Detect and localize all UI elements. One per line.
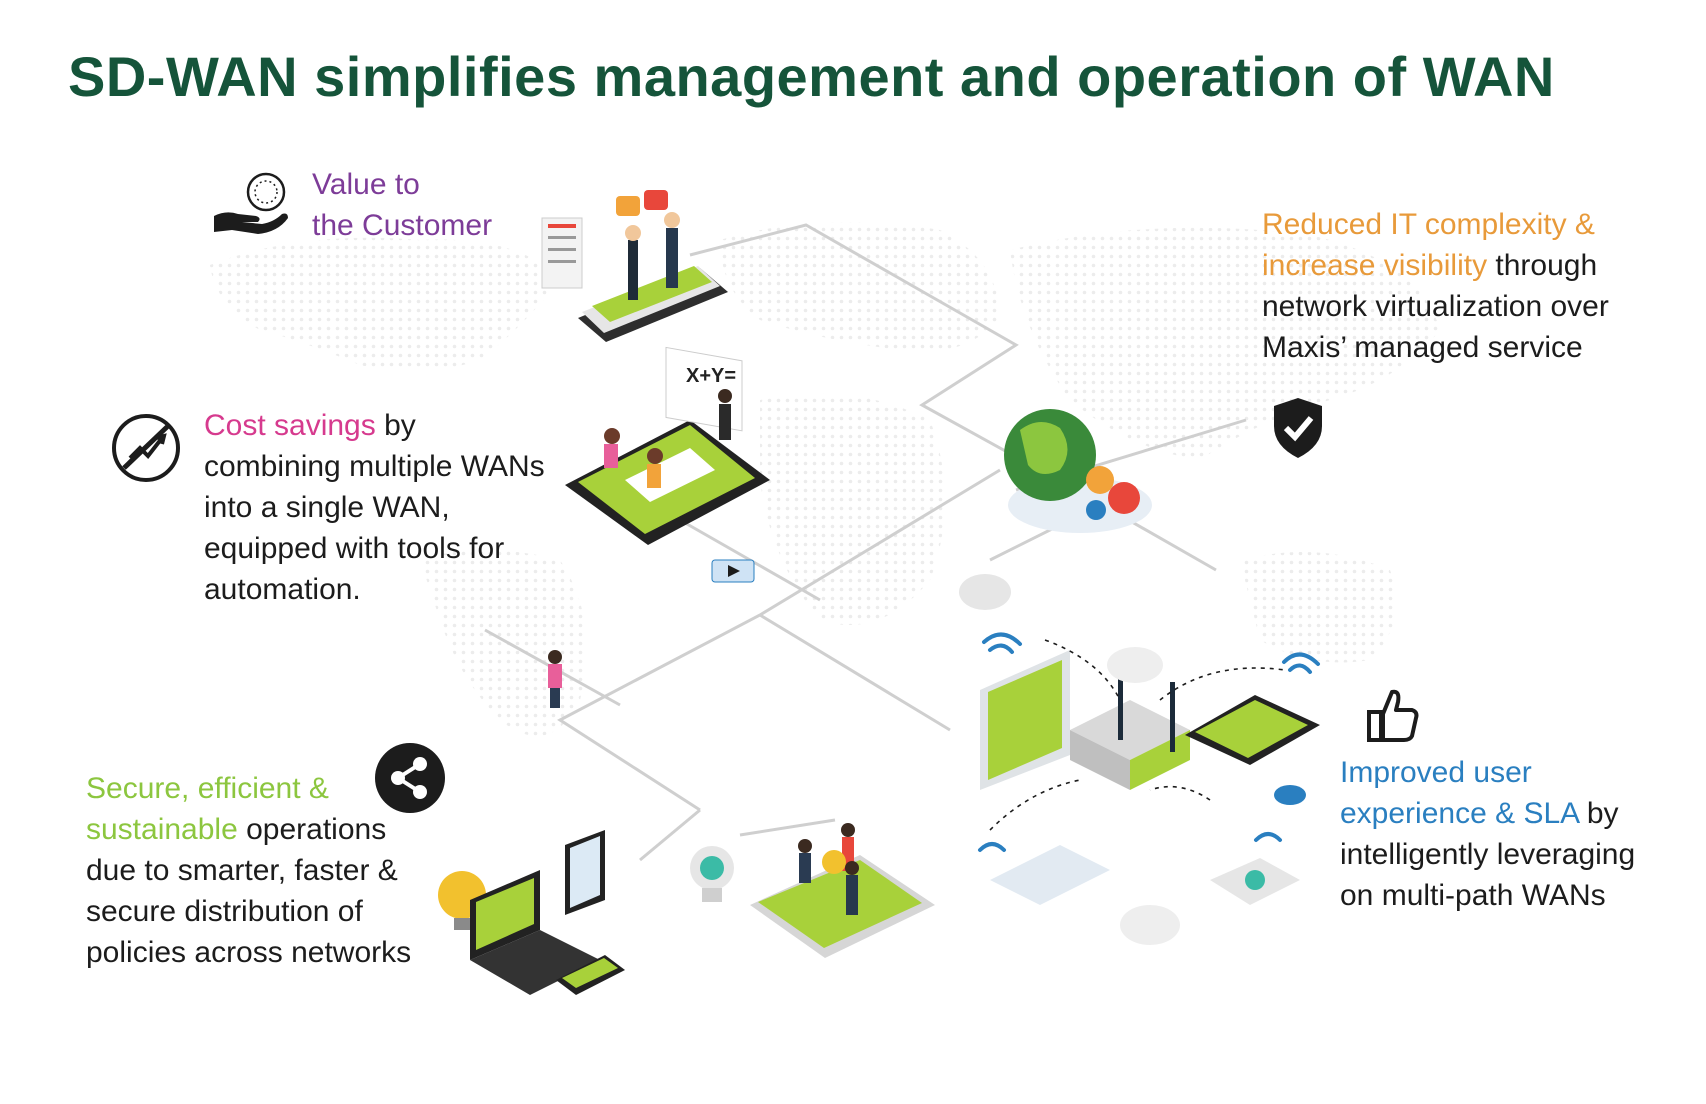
improved-highlight-2: experience & SLA <box>1340 797 1579 830</box>
reduced-complexity-block: Reduced IT complexity & increase visibil… <box>1262 204 1609 368</box>
meeting-tablet <box>541 190 728 342</box>
secure-operations-block: Secure, efficient & sustainable operatio… <box>86 768 411 973</box>
cost-savings-block: Cost savings by combining multiple WANs … <box>204 405 545 610</box>
shield-check-icon <box>1274 398 1322 458</box>
secure-highlight-1: Secure, efficient & <box>86 772 329 805</box>
cost-line-5: automation. <box>204 573 361 606</box>
secure-line-5: policies across networks <box>86 936 412 969</box>
classroom-tablet <box>565 346 770 583</box>
page-title: SD-WAN simplifies management and operati… <box>68 45 1555 108</box>
globe-with-gears <box>959 409 1152 610</box>
standing-woman <box>548 650 562 708</box>
reduced-highlight-2: increase visibility <box>1262 249 1488 282</box>
laptop-cluster <box>438 830 625 995</box>
reduced-line-4: Maxis’ managed service <box>1262 331 1583 364</box>
cost-line-2: combining multiple WANs <box>204 450 545 483</box>
share-icon <box>375 743 445 813</box>
cost-line-4: equipped with tools for <box>204 532 505 565</box>
secure-line-3: due to smarter, faster & <box>86 854 398 887</box>
improved-line-3: intelligently leveraging <box>1340 838 1636 871</box>
secure-highlight-2: sustainable <box>86 813 238 846</box>
cost-line-3: into a single WAN, <box>204 491 450 524</box>
improved-highlight-1: Improved user <box>1340 756 1532 789</box>
secure-line-4: secure distribution of <box>86 895 363 928</box>
value-line-2: the Customer <box>312 209 493 242</box>
devices-cluster <box>978 632 1320 945</box>
thumbs-up-icon <box>1367 689 1419 742</box>
secure-rest-2: operations <box>237 813 387 846</box>
improved-rest-2: by <box>1578 797 1619 830</box>
reduced-rest-2: through <box>1487 249 1598 282</box>
cost-cut-icon <box>112 414 180 482</box>
value-line-1: Value to <box>312 168 420 201</box>
webcam-device <box>690 846 734 902</box>
cost-rest: by <box>375 409 416 442</box>
reduced-highlight-1: Reduced IT complexity & <box>1262 208 1595 241</box>
improved-experience-block: Improved user experience & SLA by intell… <box>1340 752 1635 916</box>
world-map <box>210 222 1440 736</box>
value-to-customer-block: Value to the Customer <box>312 164 492 246</box>
cost-highlight: Cost savings <box>204 409 376 442</box>
team-tablet <box>750 823 935 958</box>
improved-line-4: on multi-path WANs <box>1340 879 1606 912</box>
reduced-line-3: network virtualization over <box>1262 290 1609 323</box>
whiteboard-text: X+Y= <box>686 365 736 387</box>
hand-with-coin-icon <box>214 172 288 234</box>
